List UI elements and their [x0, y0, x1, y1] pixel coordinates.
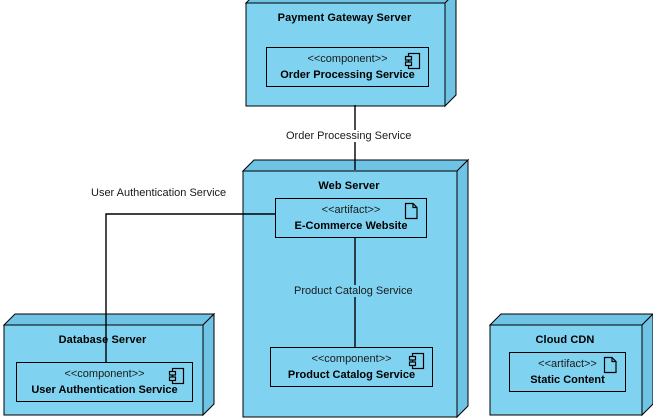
component-product-catalog-service[interactable]: <<component>> Product Catalog Service: [270, 347, 433, 387]
classifier-name: Static Content: [530, 374, 605, 386]
artifact-e-commerce-website[interactable]: <<artifact>> E-Commerce Website: [275, 198, 427, 238]
connector-label-link-user-authentication-service: User Authentication Service: [88, 187, 230, 199]
connector-label-link-order-processing-service: Order Processing Service: [283, 130, 415, 142]
stereotype-label: <<component>>: [64, 368, 145, 380]
artifact-static-content[interactable]: <<artifact>> Static Content: [509, 352, 626, 392]
document-icon-wrapper: [603, 356, 618, 379]
stereotype-label: <<component>>: [307, 53, 388, 65]
component-icon: [168, 367, 185, 385]
document-icon: [404, 202, 418, 220]
classifier-name: Order Processing Service: [280, 69, 415, 81]
component-icon-wrapper: [168, 367, 186, 390]
document-icon: [603, 356, 617, 374]
component-icon: [404, 52, 421, 70]
component-user-authentication-service[interactable]: <<component>> User Authentication Service: [16, 362, 193, 402]
document-icon-wrapper: [404, 202, 419, 225]
classifier-name: User Authentication Service: [31, 384, 178, 396]
component-icon: [408, 352, 425, 370]
component-icon-wrapper: [404, 52, 422, 75]
stereotype-label: <<component>>: [311, 353, 392, 365]
component-icon-wrapper: [408, 352, 426, 375]
stereotype-label: <<artifact>>: [321, 204, 381, 216]
component-order-processing-service[interactable]: <<component>> Order Processing Service: [266, 47, 429, 87]
classifier-name: Product Catalog Service: [287, 369, 416, 381]
stereotype-label: <<artifact>>: [538, 358, 597, 370]
classifier-name: E-Commerce Website: [294, 220, 408, 232]
